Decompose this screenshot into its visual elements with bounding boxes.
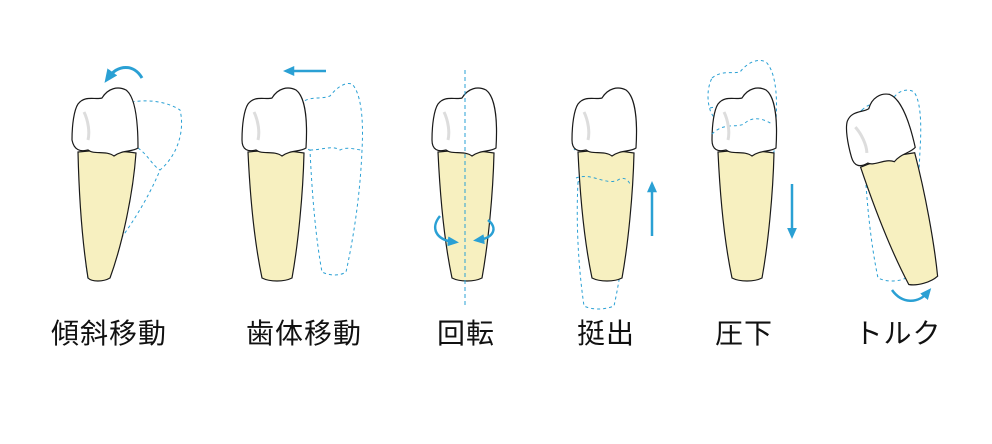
curved-arrow-icon bbox=[892, 290, 928, 301]
label-extrusion: 挺出 bbox=[577, 312, 635, 352]
label-torque: トルク bbox=[854, 312, 941, 352]
tooth-extrusion bbox=[572, 88, 652, 309]
label-bodily: 歯体移動 bbox=[246, 312, 362, 352]
torqued-tooth bbox=[837, 90, 952, 293]
ghost-tooth-bodily bbox=[298, 84, 363, 276]
crown bbox=[432, 88, 497, 156]
root bbox=[438, 151, 494, 281]
label-intrusion: 圧下 bbox=[715, 312, 773, 352]
root bbox=[718, 151, 774, 281]
crown bbox=[712, 88, 777, 156]
label-rotation: 回転 bbox=[437, 312, 495, 352]
tooth-intrusion bbox=[708, 60, 792, 281]
tooth-tipping bbox=[72, 68, 182, 282]
tooth-torque bbox=[837, 90, 952, 301]
crown bbox=[572, 88, 637, 156]
tooth-rotation bbox=[432, 70, 497, 306]
root bbox=[578, 151, 634, 281]
curved-arrow-icon bbox=[108, 68, 142, 79]
crown bbox=[242, 88, 307, 156]
crown bbox=[72, 88, 138, 156]
root bbox=[860, 150, 950, 291]
label-tipping: 傾斜移動 bbox=[51, 312, 167, 352]
root bbox=[78, 151, 136, 281]
root bbox=[248, 151, 304, 281]
tooth-bodily bbox=[242, 71, 363, 281]
